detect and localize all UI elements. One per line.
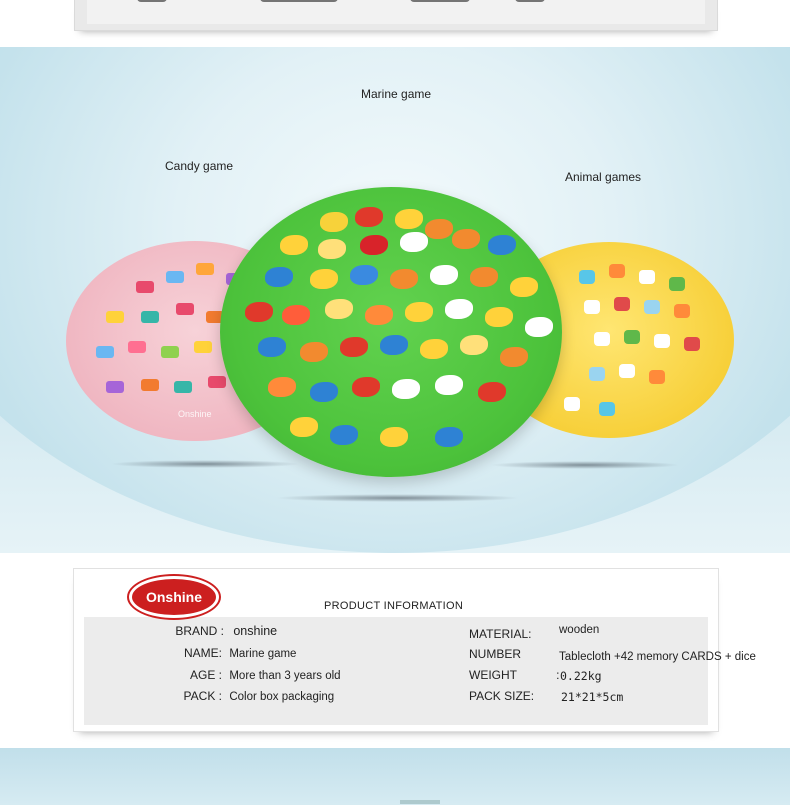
info-key: PACK SIZE: <box>469 689 535 703</box>
info-value-pack-size: 21*21*5cm <box>561 690 623 704</box>
previous-section-inner <box>87 0 705 24</box>
onshine-logo: Onshine <box>129 576 219 618</box>
logo-text: Onshine <box>145 589 202 605</box>
info-value: Marine game <box>229 648 297 660</box>
info-value: 21*21*5cm <box>561 690 624 704</box>
cropped-text-fragment <box>410 0 470 2</box>
info-value: wooden <box>559 624 600 636</box>
info-row-name: NAME: Marine game <box>174 646 296 660</box>
info-value: onshine <box>233 624 278 638</box>
mat-shadow <box>275 494 520 502</box>
info-row-brand: BRAND : onshine <box>162 624 277 638</box>
info-row-material: MATERIAL: <box>469 627 531 641</box>
cropped-text-fragment <box>137 0 167 2</box>
info-row-age: AGE : More than 3 years old <box>174 668 341 682</box>
previous-section-panel <box>74 0 718 31</box>
cropped-text-fragment <box>400 800 440 804</box>
info-key: NAME: <box>183 646 222 660</box>
info-table-background <box>84 617 708 725</box>
candy-game-label: Candy game <box>165 159 234 173</box>
cropped-text-fragment <box>260 0 338 2</box>
info-key: AGE : <box>189 668 222 682</box>
info-value: Color box packaging <box>229 691 335 703</box>
product-hero: Marine game Candy game Animal games Onsh… <box>0 47 790 553</box>
info-key: PACK : <box>183 689 222 703</box>
marine-game-label: Marine game <box>361 87 432 101</box>
info-value-material: wooden <box>559 622 599 636</box>
info-key: NUMBER <box>469 647 522 661</box>
info-key: MATERIAL: <box>469 627 532 641</box>
info-row-number: NUMBER <box>469 647 521 661</box>
info-separator: : <box>556 668 560 682</box>
info-row-pack-size: PACK SIZE: <box>469 689 534 703</box>
info-value: 0.22kg <box>560 669 602 683</box>
next-section-banner <box>0 748 790 805</box>
mat-shadow <box>490 461 680 469</box>
info-row-pack: PACK : Color box packaging <box>168 689 335 703</box>
info-title: PRODUCT INFORMATION <box>324 600 464 612</box>
info-row-weight: WEIGHT : <box>469 668 559 682</box>
mat-shadow <box>110 460 300 468</box>
info-value: More than 3 years old <box>229 670 341 682</box>
info-key: BRAND : <box>175 624 224 638</box>
animal-games-label: Animal games <box>565 170 642 184</box>
marine-game-mat <box>220 187 562 477</box>
cropped-text-fragment <box>515 0 545 2</box>
info-value: Tablecloth +42 memory CARDS + dice <box>559 651 756 663</box>
product-information-panel: Onshine PRODUCT INFORMATION BRAND : onsh… <box>73 568 756 732</box>
info-value-weight: 0.22kg <box>560 669 602 683</box>
mat-brand-text: Onshine <box>178 409 212 419</box>
info-value-number: Tablecloth +42 memory CARDS + dice <box>559 649 756 663</box>
info-key: WEIGHT <box>469 668 517 682</box>
